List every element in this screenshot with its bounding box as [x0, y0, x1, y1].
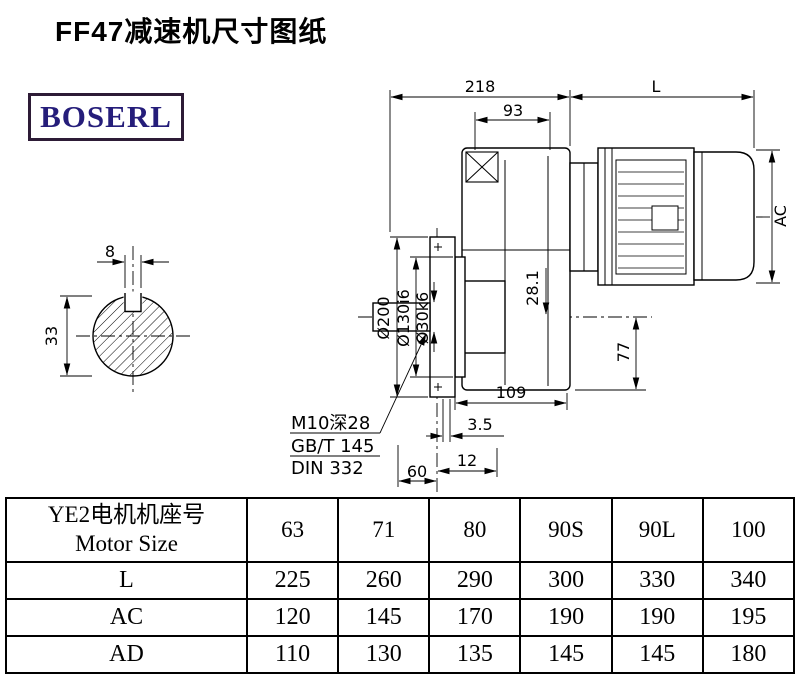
table-cell-L-90s: 300: [521, 563, 613, 600]
brand-logo-text: BOSERL: [40, 99, 172, 134]
note-din-standard: DIN 332: [291, 458, 364, 479]
table-header-motor-size: YE2电机机座号 Motor Size: [7, 499, 248, 563]
col-header-100: 100: [703, 499, 795, 563]
row-label-AD: AD: [7, 637, 248, 674]
table-cell-AC-80: 170: [430, 600, 522, 637]
col-header-80: 80: [430, 499, 522, 563]
dim-label-L: L: [652, 77, 661, 96]
note-gbt-standard: GB/T 145: [291, 436, 374, 457]
table-cell-AC-90s: 190: [521, 600, 613, 637]
dim-label-33: 33: [42, 326, 61, 346]
table-cell-L-90l: 330: [612, 563, 704, 600]
col-header-71: 71: [339, 499, 431, 563]
table-header-cn: YE2电机机座号: [47, 502, 206, 528]
dim-label-3-5: 3.5: [467, 415, 492, 434]
dim-label-109: 109: [496, 383, 527, 402]
col-header-90s: 90S: [521, 499, 613, 563]
dimension-drawing: 218 L 93 AC Ø200 Ø130i6 Ø30k6 28.1 77 10…: [42, 77, 790, 492]
table-cell-L-63: 225: [248, 563, 340, 600]
brand-logo: BOSERL: [28, 93, 184, 141]
dim-label-218: 218: [465, 77, 496, 96]
table-cell-L-80: 290: [430, 563, 522, 600]
row-label-AC: AC: [7, 600, 248, 637]
table-cell-AD-90s: 145: [521, 637, 613, 674]
motor-size-table: YE2电机机座号 Motor Size 63 71 80 90S 90L 100…: [5, 497, 795, 674]
dim-label-spigot: Ø130i6: [394, 289, 413, 347]
table-cell-AC-63: 120: [248, 600, 340, 637]
dim-label-28-1: 28.1: [523, 270, 542, 306]
col-header-90l: 90L: [612, 499, 704, 563]
table-cell-AD-100: 180: [703, 637, 795, 674]
dim-label-77: 77: [614, 342, 633, 362]
page-title: FF47减速机尺寸图纸: [55, 16, 328, 47]
dimension-lines: [290, 90, 780, 487]
table-cell-AC-71: 145: [339, 600, 431, 637]
dim-label-flange-od: Ø200: [374, 296, 393, 339]
gearbox-motor-view: [358, 147, 772, 492]
table-cell-AC-90l: 190: [612, 600, 704, 637]
dim-label-key-width-8: 8: [105, 242, 115, 261]
table-cell-L-100: 340: [703, 563, 795, 600]
dim-label-shaft: Ø30k6: [413, 292, 432, 344]
table-cell-AD-90l: 145: [612, 637, 704, 674]
note-tapped-hole: M10深28: [291, 413, 370, 434]
shaft-section-view: [60, 246, 192, 392]
table-cell-L-71: 260: [339, 563, 431, 600]
table-cell-AD-63: 110: [248, 637, 340, 674]
dim-label-AC: AC: [771, 205, 790, 227]
table-header-en: Motor Size: [75, 531, 178, 556]
row-label-L: L: [7, 563, 248, 600]
table-cell-AC-100: 195: [703, 600, 795, 637]
dim-label-12: 12: [457, 451, 477, 470]
table-cell-AD-71: 130: [339, 637, 431, 674]
dim-label-60: 60: [407, 462, 427, 481]
table-cell-AD-80: 135: [430, 637, 522, 674]
col-header-63: 63: [248, 499, 340, 563]
dim-label-93: 93: [503, 101, 523, 120]
